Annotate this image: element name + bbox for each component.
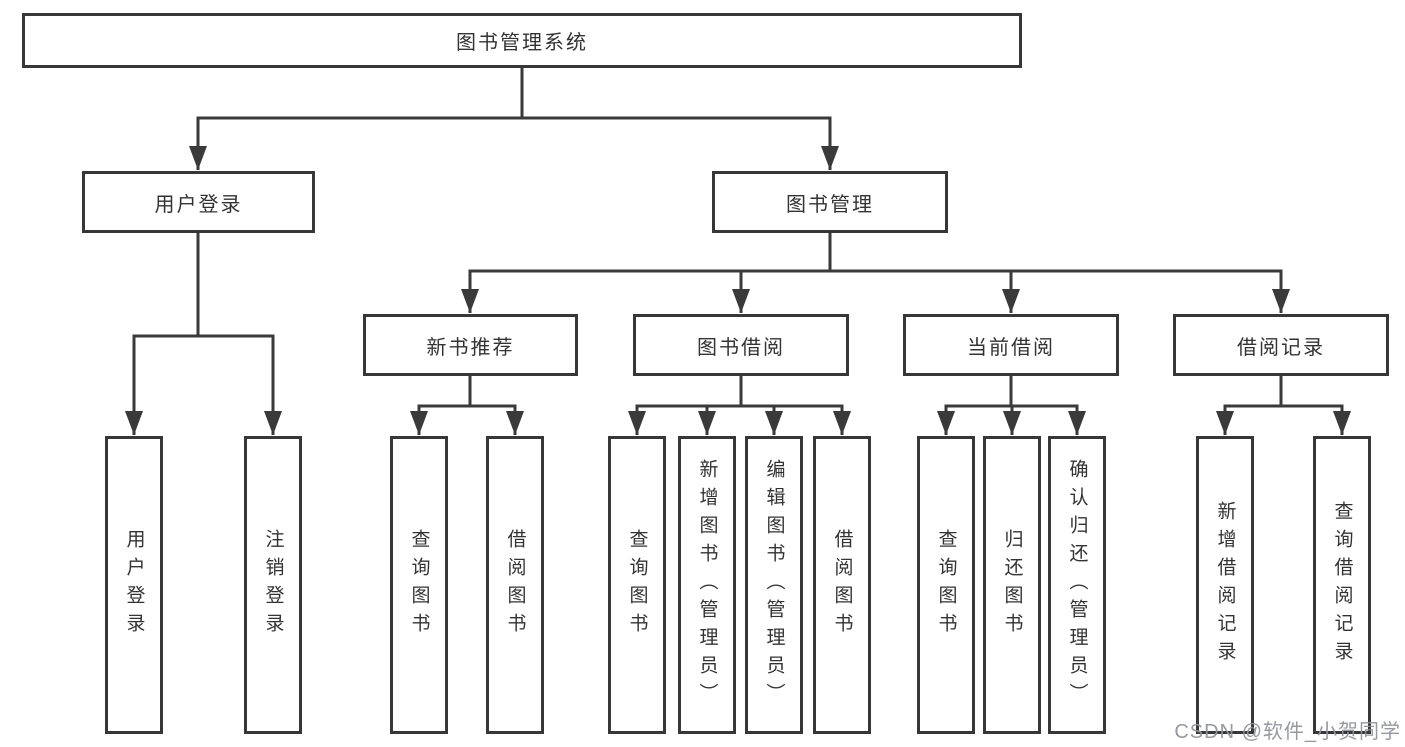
leaf-borrow-books: 借阅图书 (486, 436, 544, 734)
node-label: 用户登录 (154, 193, 243, 216)
leaf-label: 借阅图书 (831, 529, 853, 641)
leaf-confirm-return-admin: 确认归还（管理员） (1048, 436, 1106, 734)
leaf-label: 新增图书（管理员） (696, 459, 718, 711)
leaf-edit-books-admin: 编辑图书（管理员） (745, 436, 803, 734)
node-label: 新书推荐 (426, 336, 515, 359)
leaf-logout: 注销登录 (244, 436, 302, 734)
leaf-query-books: 查询图书 (608, 436, 666, 734)
node-new-book-recommend: 新书推荐 (363, 314, 578, 376)
leaf-query-borrow-record: 查询借阅记录 (1313, 436, 1371, 734)
node-current-borrow: 当前借阅 (903, 314, 1119, 376)
leaf-return-books: 归还图书 (983, 436, 1041, 734)
leaf-label: 注销登录 (262, 529, 284, 641)
leaf-label: 编辑图书（管理员） (763, 459, 785, 711)
node-label: 图书借阅 (697, 336, 785, 359)
leaf-label: 用户登录 (123, 529, 145, 641)
leaf-label: 确认归还（管理员） (1066, 459, 1088, 711)
csdn-watermark: CSDN @软件_小贺同学 (1174, 721, 1401, 743)
leaf-query-books: 查询图书 (390, 436, 448, 734)
node-label: 借阅记录 (1237, 336, 1325, 359)
leaf-add-borrow-record: 新增借阅记录 (1196, 436, 1254, 734)
node-book-management: 图书管理 (712, 171, 948, 233)
node-book-borrow: 图书借阅 (633, 314, 849, 376)
leaf-user-login: 用户登录 (105, 436, 163, 734)
node-label: 当前借阅 (967, 336, 1055, 359)
leaf-label: 查询借阅记录 (1331, 501, 1353, 669)
leaf-label: 归还图书 (1001, 529, 1023, 641)
leaf-query-books: 查询图书 (917, 436, 975, 734)
node-label: 图书管理系统 (456, 32, 588, 54)
leaf-label: 查询图书 (935, 529, 957, 641)
leaf-label: 借阅图书 (504, 529, 526, 641)
leaf-label: 查询图书 (408, 529, 430, 641)
leaf-add-books-admin: 新增图书（管理员） (678, 436, 736, 734)
node-borrow-records: 借阅记录 (1173, 314, 1389, 376)
node-label: 图书管理 (786, 193, 874, 216)
leaf-borrow-books: 借阅图书 (813, 436, 871, 734)
node-user-login: 用户登录 (82, 171, 315, 233)
node-library-system: 图书管理系统 (22, 13, 1022, 68)
leaf-label: 查询图书 (626, 529, 648, 641)
leaf-label: 新增借阅记录 (1214, 501, 1236, 669)
